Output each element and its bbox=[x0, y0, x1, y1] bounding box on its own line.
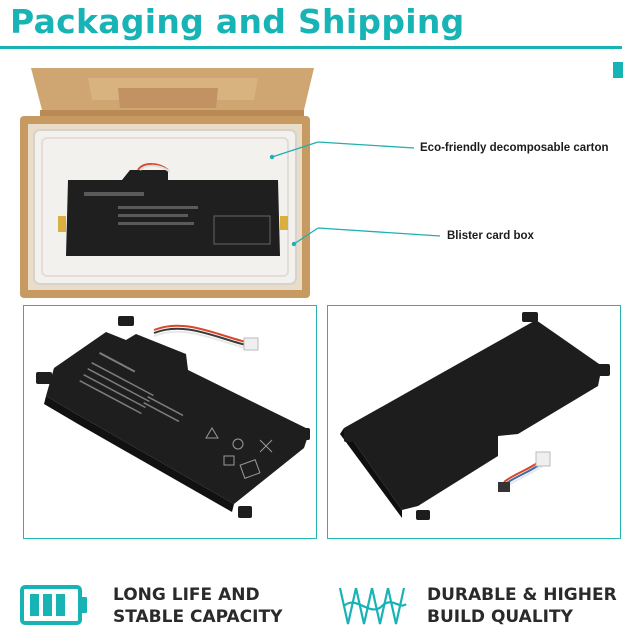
feature-long-life: LONG LIFE AND STABLE CAPACITY bbox=[113, 585, 282, 628]
battery-back-panel bbox=[327, 305, 621, 539]
packaged-battery bbox=[66, 170, 280, 256]
battery-front-image bbox=[36, 316, 310, 518]
battery-icon bbox=[20, 585, 87, 625]
page-title: Packaging and Shipping bbox=[10, 2, 465, 41]
feature-long-life-line2: STABLE CAPACITY bbox=[113, 606, 283, 627]
blister-callout-label: Blister card box bbox=[447, 230, 534, 242]
carton-callout-label: Eco-friendly decomposable carton bbox=[420, 142, 609, 154]
battery-back-image bbox=[340, 312, 610, 520]
battery-front-panel bbox=[23, 305, 317, 539]
feature-durable: DURABLE & HIGHER BUILD QUALITY bbox=[427, 585, 617, 628]
feature-durable-line2: BUILD QUALITY bbox=[427, 606, 573, 627]
title-underline bbox=[0, 46, 622, 49]
feature-long-life-line1: LONG LIFE AND bbox=[113, 585, 260, 605]
feature-durable-line1: DURABLE & HIGHER bbox=[427, 585, 617, 605]
corner-accent bbox=[613, 62, 623, 78]
packaging-image bbox=[20, 68, 314, 298]
cells-icon bbox=[338, 587, 407, 625]
